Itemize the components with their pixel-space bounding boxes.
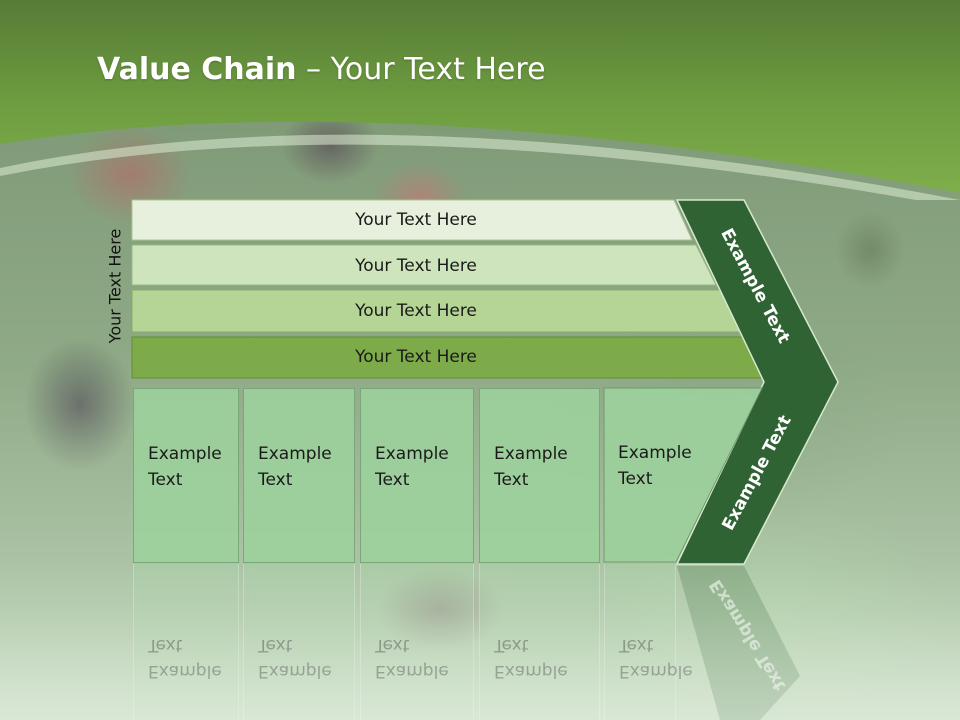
box-5-chevron-edge <box>603 387 763 563</box>
chevron-reflection-shape <box>677 566 800 720</box>
box-text-line2: Text <box>375 470 410 490</box>
box-text-line1: Example <box>494 444 568 464</box>
slide-title-rest: – Your Text Here <box>296 52 546 87</box>
header-swoosh-highlight <box>0 134 960 200</box>
bar-2-label: Your Text Here <box>355 256 477 276</box>
bar-4-label: Your Text Here <box>355 347 477 367</box>
box-text-line2: Text <box>618 469 653 489</box>
box-text-line1: Example <box>375 444 449 464</box>
box-text-line1: Example <box>258 444 332 464</box>
header-green-band <box>0 0 960 193</box>
box-text-line2: Text <box>148 470 183 490</box>
box-text-line2: Text <box>258 470 293 490</box>
bar-1-label: Your Text Here <box>355 210 477 230</box>
slide-title: Value Chain – Your Text Here <box>97 52 546 87</box>
box-text-line2: Text <box>494 470 529 490</box>
bar-3-label: Your Text Here <box>355 301 477 321</box>
box-text-line1: Example <box>618 443 692 463</box>
bar-1-shape <box>131 199 693 241</box>
header-banner <box>0 0 960 200</box>
box-text-line1: Example <box>148 444 222 464</box>
bar-2-shape <box>131 244 717 286</box>
chevron-shape <box>675 199 839 565</box>
slide-title-bold: Value Chain <box>97 52 297 87</box>
